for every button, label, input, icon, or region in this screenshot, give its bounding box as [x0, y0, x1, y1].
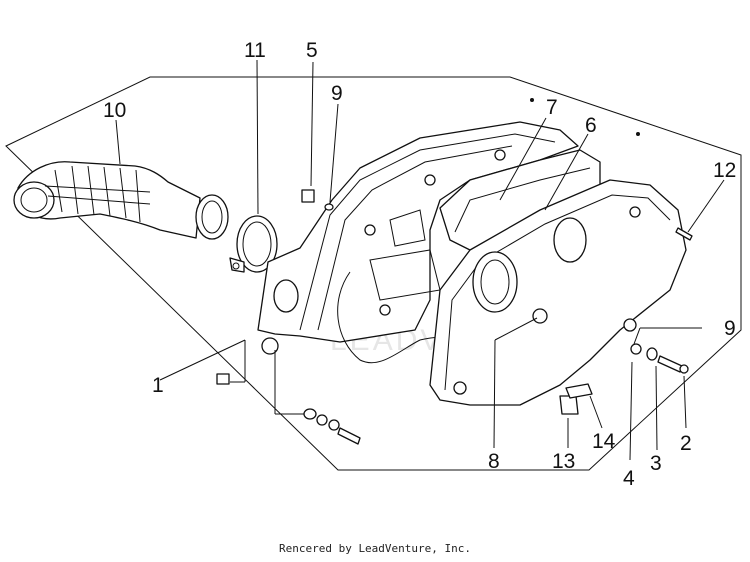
callout-1: 1 [152, 374, 164, 397]
intake-duct-part[interactable] [13, 161, 229, 240]
screw-part-12[interactable] [675, 227, 693, 241]
callout-11: 11 [244, 39, 266, 62]
callout-10: 10 [103, 99, 126, 122]
washer-part-4[interactable] [630, 343, 642, 355]
callout-14: 14 [592, 430, 616, 453]
callout-6: 6 [585, 114, 597, 137]
screw-part-2[interactable] [657, 355, 689, 374]
callout-8: 8 [488, 450, 500, 473]
left-fastener-set[interactable] [216, 373, 361, 445]
leader-lines [115, 59, 725, 461]
hose-clamp-part[interactable] [229, 215, 278, 273]
callout-9-top: 9 [331, 82, 343, 105]
clip-part-5[interactable] [301, 189, 315, 203]
callout-9-right: 9 [724, 317, 736, 340]
air-box-housing[interactable] [257, 121, 579, 355]
air-box-cover[interactable] [429, 179, 687, 406]
washer-part-3[interactable] [646, 347, 658, 361]
callout-2: 2 [680, 432, 692, 455]
callout-7: 7 [546, 96, 558, 119]
render-credit: Rencered by LeadVenture, Inc. [278, 542, 472, 555]
callout-3: 3 [650, 452, 662, 475]
callout-4: 4 [623, 467, 635, 490]
drain-clamp-part-14[interactable] [565, 383, 593, 399]
callout-5: 5 [306, 39, 318, 62]
callout-12: 12 [713, 159, 736, 182]
washer-part-9-top[interactable] [324, 203, 334, 211]
drain-valve-part-13[interactable] [559, 395, 579, 415]
assembly-frame [5, 76, 742, 471]
callout-labels: 1 2 3 4 5 6 7 8 9 9 10 11 12 13 14 [103, 39, 736, 490]
callout-13: 13 [552, 450, 575, 473]
